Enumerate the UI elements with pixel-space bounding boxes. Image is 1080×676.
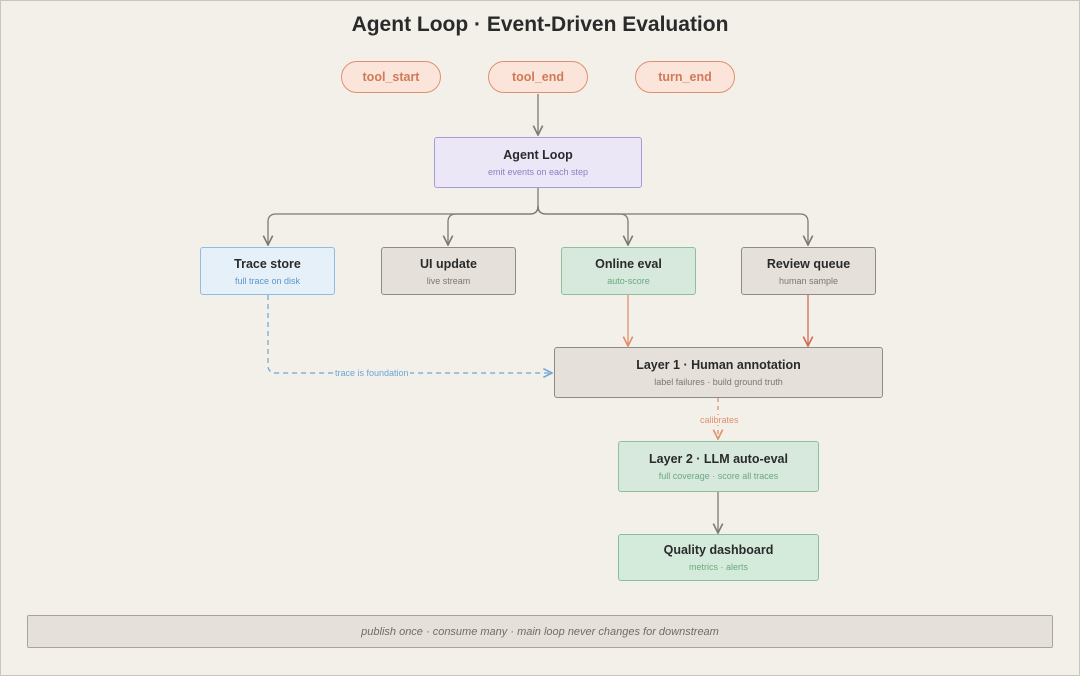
quality-dashboard-node: Quality dashboard metrics · alerts [618, 534, 819, 581]
trace-store-node: Trace store full trace on disk [200, 247, 335, 295]
edge-trace-store-to-layer1 [267, 295, 552, 373]
trace-store-title: Trace store [234, 256, 301, 271]
online-eval-subtitle: auto-score [607, 275, 650, 286]
layer1-title: Layer 1 · Human annotation [636, 358, 801, 372]
event-tool-end: tool_end [488, 61, 588, 93]
layer1-subtitle: label failures · build ground truth [654, 377, 783, 387]
agent-loop-node: Agent Loop emit events on each step [434, 137, 642, 188]
quality-dashboard-title: Quality dashboard [663, 543, 774, 557]
edge-agent-to-bus [268, 188, 539, 245]
trace-foundation-label: trace is foundation [334, 368, 410, 378]
edge-bus-to-online-eval [537, 205, 628, 245]
layer2-node: Layer 2 · LLM auto-eval full coverage · … [618, 441, 819, 492]
quality-dashboard-subtitle: metrics · alerts [688, 562, 748, 572]
layer1-node: Layer 1 · Human annotation label failure… [554, 347, 883, 398]
agent-loop-title: Agent Loop [503, 148, 573, 162]
online-eval-title: Online eval [595, 256, 662, 271]
edge-bus-to-review-queue [537, 205, 808, 245]
ui-update-node: UI update live stream [381, 247, 516, 295]
ui-update-title: UI update [420, 256, 477, 271]
review-queue-title: Review queue [766, 256, 851, 271]
online-eval-node: Online eval auto-score [561, 247, 696, 295]
review-queue-subtitle: human sample [778, 275, 839, 286]
trace-store-subtitle: full trace on disk [234, 275, 301, 286]
ui-update-subtitle: live stream [426, 275, 471, 286]
review-queue-node: Review queue human sample [741, 247, 876, 295]
calibrates-label: calibrates [699, 415, 740, 425]
edge-bus-to-ui-update [448, 205, 539, 245]
diagram-title: Agent Loop · Event-Driven Evaluation [351, 13, 729, 36]
layer2-subtitle: full coverage · score all traces [658, 471, 779, 481]
footer-note: publish once · consume many · main loop … [27, 615, 1053, 648]
agent-loop-subtitle: emit events on each step [487, 167, 589, 177]
event-tool-start: tool_start [341, 61, 441, 93]
layer2-title: Layer 2 · LLM auto-eval [649, 452, 788, 466]
event-turn-end: turn_end [635, 61, 735, 93]
